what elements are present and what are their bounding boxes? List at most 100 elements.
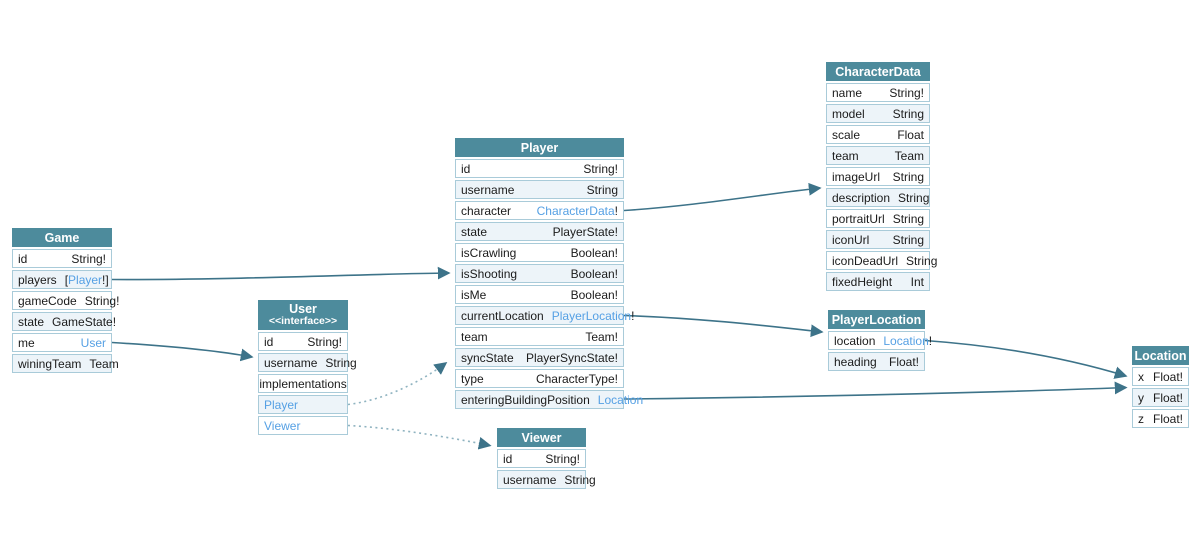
type-text: ! (928, 333, 933, 348)
field-name: imageUrl (832, 169, 881, 184)
type-text: String (898, 190, 930, 205)
field-type: String (893, 212, 924, 226)
field-type: Location (598, 393, 643, 407)
field-name: x (1138, 369, 1144, 384)
type-node-header-playerlocation[interactable]: PlayerLocation (828, 310, 925, 329)
field-type: User (81, 336, 106, 350)
type-link[interactable]: User (80, 335, 106, 350)
field-name: syncState (461, 350, 514, 365)
edge-game-players-to-player (111, 266, 451, 281)
type-title: CharacterData (835, 65, 921, 79)
type-text: Float (897, 127, 924, 142)
field-row-player-enteringBuildingPosition[interactable]: enteringBuildingPosition Location (455, 390, 643, 409)
type-text: Boolean! (570, 287, 618, 302)
field-name: id (18, 251, 28, 266)
field-row-game-players[interactable]: players[Player!] (12, 270, 112, 289)
field-row-location-x[interactable]: x Float! (1132, 367, 1189, 386)
field-type: GameState! (52, 315, 116, 329)
type-text: Boolean! (570, 266, 618, 281)
field-row-user-Player[interactable]: Player (258, 395, 348, 414)
type-node-header-player[interactable]: Player (455, 138, 624, 157)
field-name: heading (834, 354, 877, 369)
type-link[interactable]: PlayerLocation (551, 308, 632, 323)
field-type: String! (583, 162, 618, 176)
field-type: Float! (1153, 370, 1183, 384)
field-name: z (1138, 411, 1144, 426)
type-link[interactable]: CharacterData (536, 203, 615, 218)
type-link[interactable]: Location (597, 392, 644, 407)
edge-player-character-to-characterdata (623, 182, 822, 212)
type-text: Float! (1152, 369, 1183, 384)
type-title: PlayerLocation (831, 313, 922, 327)
edge-user-implementation-viewer (347, 424, 492, 450)
type-node-header-game[interactable]: Game (12, 228, 112, 247)
type-text: !] (102, 272, 109, 287)
field-row-user-implementations[interactable]: implementations (258, 374, 348, 393)
type-link[interactable]: Location (883, 333, 929, 348)
type-node-header-location[interactable]: Location (1132, 346, 1189, 365)
field-row-user-Viewer[interactable]: Viewer (258, 416, 348, 435)
type-node-header-characterdata[interactable]: CharacterData (826, 62, 930, 81)
field-row-player-isCrawling[interactable]: isCrawling Boolean! (455, 243, 624, 262)
edge-user-implementation-player (347, 362, 448, 406)
type-link[interactable]: Player (68, 272, 103, 287)
field-row-characterdata-imageUrl[interactable]: imageUrl String (826, 167, 930, 186)
type-link[interactable]: Player (264, 397, 299, 412)
field-type: PlayerLocation! (552, 309, 635, 323)
type-node-header-viewer[interactable]: Viewer (497, 428, 586, 447)
field-name: username (264, 355, 318, 370)
type-title: Player (520, 141, 559, 155)
type-text: Team (894, 148, 924, 163)
type-text: Int (910, 274, 924, 289)
field-type: Boolean! (571, 246, 618, 260)
type-node-header-user[interactable]: User<<interface>> (258, 300, 348, 330)
type-text: ! (631, 308, 635, 323)
type-link[interactable]: Viewer (264, 418, 301, 433)
type-text: Boolean! (570, 245, 618, 260)
field-row-player-syncState[interactable]: syncState PlayerSyncState! (455, 348, 624, 367)
field-name: isCrawling (461, 245, 517, 260)
field-type: CharacterType! (536, 372, 618, 386)
type-text: CharacterType! (535, 371, 618, 386)
type-text: String (892, 169, 924, 184)
field-type: CharacterData! (537, 204, 618, 218)
field-name: team (461, 329, 488, 344)
field-type: PlayerSyncState! (526, 351, 618, 365)
field-name: enteringBuildingPosition (461, 392, 590, 407)
type-text: Float! (1152, 390, 1183, 405)
